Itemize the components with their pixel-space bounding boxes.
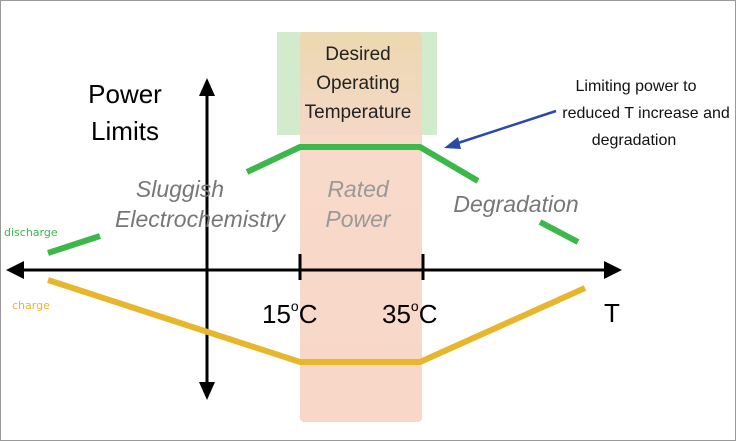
y-axis-up-arrow-icon — [199, 78, 215, 96]
axes — [18, 90, 610, 388]
annotation-arrow-head-icon — [444, 137, 461, 149]
degradation-label: Degradation — [453, 191, 578, 217]
discharge-legend: discharge — [4, 226, 58, 239]
sluggish-line1: Sluggish — [136, 176, 224, 202]
rated-line2: Power — [325, 206, 392, 232]
rated-temperature-band — [300, 32, 422, 422]
title-line2: Limits — [91, 116, 159, 146]
title-line1: Power — [88, 79, 162, 109]
tick-label-35: 35oC — [382, 298, 438, 329]
annotation-line2: reduced T increase and — [562, 105, 730, 122]
discharge-curve — [47, 144, 580, 256]
charge-curve — [47, 277, 587, 365]
annotation-arrow — [454, 109, 557, 146]
annotation-line1: Limiting power to — [576, 78, 697, 95]
y-axis-down-arrow-icon — [199, 382, 215, 400]
charge-legend: charge — [12, 299, 50, 312]
x-axis-label: T — [604, 298, 620, 328]
rated-line1: Rated — [327, 176, 390, 202]
tick-label-15: 15oC — [262, 298, 318, 329]
annotation-line3: degradation — [592, 132, 677, 149]
desired-line2: Operating — [316, 73, 399, 94]
x-axis-left-arrow-icon — [6, 261, 24, 279]
x-axis-right-arrow-icon — [604, 261, 622, 279]
desired-line3: Temperature — [305, 102, 412, 123]
desired-line1: Desired — [325, 44, 390, 65]
sluggish-line2: Electrochemistry — [115, 206, 286, 232]
